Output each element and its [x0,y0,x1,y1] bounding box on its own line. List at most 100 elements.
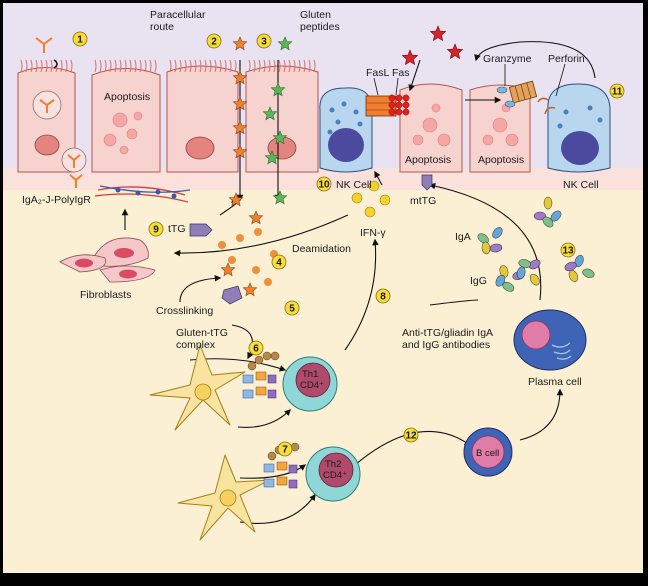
step-badge-9: 9 [153,225,159,236]
red-peptide [429,25,447,42]
gluten-peptides [220,36,293,297]
label-crosslinking: Crosslinking [156,305,213,317]
step-badge-4: 4 [276,258,282,269]
step-badge-1: 1 [77,35,83,46]
antibody [564,255,595,283]
gluten-peptide [262,106,278,121]
red-peptides [401,25,464,66]
nk-cell-right [547,83,611,173]
label-fibroblasts: Fibroblasts [80,289,131,301]
granzyme-molecule [496,86,508,94]
gluten-peptide [272,130,288,145]
nk-nucleus [328,128,364,162]
ttg-enzyme [189,174,433,305]
fibroblasts [59,237,156,283]
epithelial-cell [245,65,319,173]
plasma-cell [513,309,587,371]
nk-cell-left [319,87,373,173]
label-fasl: FasL [366,67,390,79]
step-badge-2: 2 [211,37,217,48]
fas-leader-line [395,77,399,96]
gluten-peptide [228,192,244,207]
epithelial-cell [166,65,239,173]
dendritic-cell-2 [177,454,271,541]
label-nk-cell-left: NK Cell [336,179,372,191]
step-badge-11: 11 [612,87,623,98]
gluten-peptide [232,120,248,135]
th2-cell [305,446,361,502]
nk-nucleus [561,131,599,165]
label-plasma-cell: Plasma cell [528,376,582,388]
step-badge-6: 6 [253,344,259,355]
gluten-peptide [242,282,258,297]
step-badge-7: 7 [282,445,288,456]
fasl-fas-complex [365,77,410,117]
fasl-leader-line [373,77,379,96]
nk-granules [557,105,603,129]
red-peptide [401,49,419,66]
perforin-pore [496,63,566,115]
mhc-tcr-complex [242,351,300,489]
gluten-peptide [220,262,236,277]
gluten-peptide [248,210,264,225]
gluten-peptide [270,82,286,97]
step-badge-12: 12 [405,431,417,442]
microvilli [20,59,316,73]
step-badge-13: 13 [562,246,574,257]
step-badge-3: 3 [261,37,267,48]
nk-granules [327,101,363,135]
iga-transcytosis [32,37,87,188]
gluten-peptide [232,70,248,85]
label-apoptosis-2: Apoptosis [405,154,451,166]
mttg-enzyme [421,174,433,191]
antibody [516,259,541,286]
label-nk-cell-right: NK Cell [563,179,599,191]
label-perforin: Perforin [548,53,585,65]
apoptotic-blebs [103,103,519,155]
collagen-fibers [94,185,191,203]
gluten-peptide [277,36,293,51]
label-iga-polyigr: IgA₂-J-PolyIgR [22,194,91,206]
label-deamidation: Deamidation [292,243,351,255]
label-b-cell: B cell [476,448,499,459]
label-ttg: tTG [168,223,186,235]
label-granzyme: Granzyme [483,53,532,65]
th1-cell [282,356,338,412]
gluten-peptide [232,36,248,51]
step-badge-5: 5 [289,304,295,315]
dendritic-cell-1 [149,344,246,431]
label-igg: IgG [470,275,487,287]
epithelial-layer [17,59,531,173]
antibody [477,227,503,255]
perforin-leader-line [555,63,566,97]
label-iga: IgA [455,231,471,243]
label-fas: Fas [392,67,410,79]
antibodies [477,196,595,292]
label-mttg: mtTG [410,195,436,207]
gluten-peptide [232,144,248,159]
granzyme-molecule [504,100,516,108]
b-cell [463,427,513,477]
label-apoptosis-3: Apoptosis [478,154,524,166]
antibody [533,196,562,228]
step-badge-10: 10 [318,180,330,191]
ifn-gamma [351,180,391,218]
step-badge-8: 8 [380,292,386,303]
label-ifn-gamma: IFN-γ [360,227,386,239]
epithelial-nucleus [185,136,215,160]
epithelial-nucleus [34,134,60,156]
perforin-molecules [537,97,556,115]
label-apoptosis-1: Apoptosis [104,91,150,103]
gluten-peptide [264,150,280,165]
gluten-peptide [232,96,248,111]
gluten-peptide [272,190,288,205]
